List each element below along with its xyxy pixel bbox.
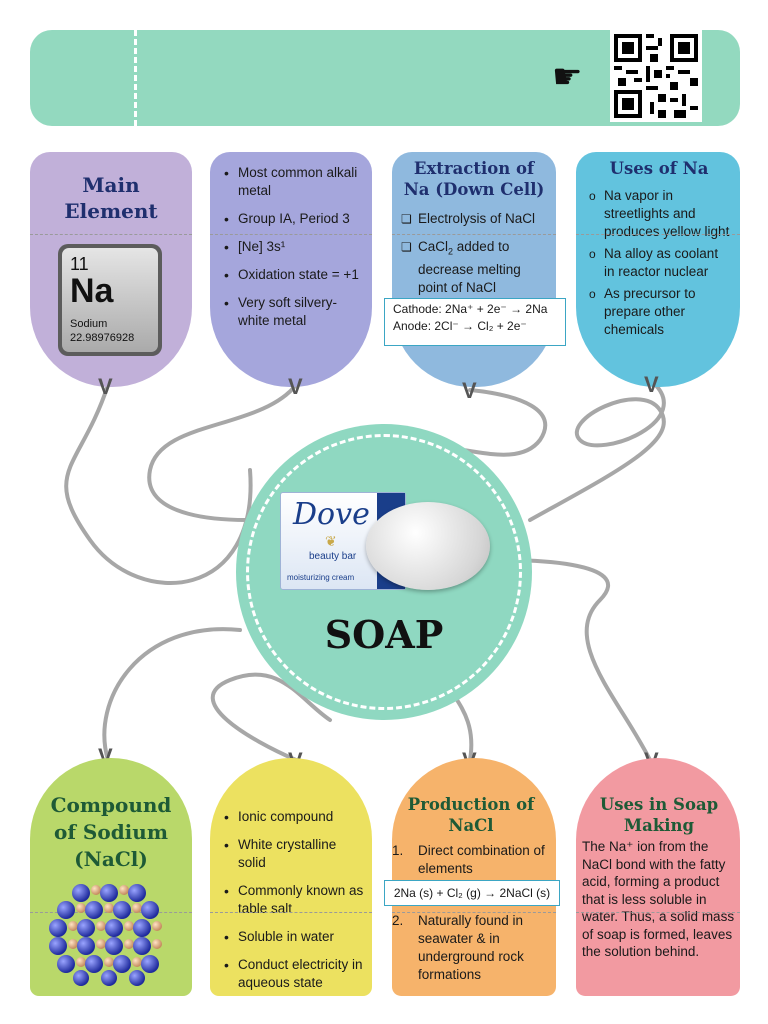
list-item: Soluble in water — [224, 928, 366, 946]
card-uses-in-soap-making: Uses in Soap Making The Na⁺ ion from the… — [576, 758, 740, 996]
extraction-list: Electrolysis of NaCl CaCl2 added to decr… — [400, 210, 548, 297]
soap-making-title-1: Uses in Soap — [599, 795, 719, 814]
list-item: 1. Direct combination of elements — [392, 842, 550, 878]
cacl2-formula: CaCl — [418, 239, 449, 254]
tile-symbol: Na — [70, 272, 114, 310]
list-item: 2. Naturally found in seawater & in under… — [392, 912, 550, 984]
uses-na-title: Uses of Na — [609, 159, 709, 178]
list-item: Na vapor in streetlights and produces ye… — [589, 187, 732, 241]
list-item: Most common alkali metal — [224, 164, 362, 200]
header-divider — [134, 30, 137, 126]
divider — [210, 912, 372, 913]
list-item: Ionic compound — [224, 808, 366, 826]
production-title-2: NaCl — [448, 816, 494, 835]
main-element-title-2: Element — [64, 199, 158, 223]
list-item-text: Naturally found in seawater & in undergr… — [418, 913, 524, 982]
cacl2-text: added to decrease melting point of NaCl — [418, 239, 521, 295]
compound-title-3: (NaCl) — [74, 847, 148, 871]
list-item: Electrolysis of NaCl — [401, 210, 548, 228]
divider — [392, 234, 556, 235]
properties-list: Most common alkali metal Group IA, Perio… — [220, 164, 362, 330]
divider — [576, 912, 740, 913]
card-extraction: Extraction of Na (Down Cell) Electrolysi… — [392, 152, 556, 387]
production-title-1: Production of — [407, 795, 535, 814]
list-item: CaCl2 added to decrease melting point of… — [401, 238, 548, 297]
clip-icon: V — [288, 374, 303, 399]
card-uses-of-na: Uses of Na Na vapor in streetlights and … — [576, 152, 740, 387]
electrode-equations-box: Cathode: 2Na⁺ + 2e⁻ → 2Na Anode: 2Cl⁻ → … — [384, 298, 566, 346]
list-number: 2. — [392, 913, 404, 928]
card-compound-of-sodium: Compound of Sodium (NaCl) — [30, 758, 192, 996]
cathode-equation: Cathode: 2Na⁺ + 2e⁻ → 2Na — [393, 302, 548, 316]
soap-bar — [366, 502, 490, 590]
list-item: Oxidation state = +1 — [224, 266, 362, 284]
uses-na-list: Na vapor in streetlights and produces ye… — [586, 187, 732, 339]
card-main-element: Main Element 11 Na Sodium 22.98976928 — [30, 152, 192, 387]
divider — [392, 912, 556, 913]
compound-title-2: of Sodium — [54, 820, 168, 844]
sodium-element-tile: 11 Na Sodium 22.98976928 — [58, 244, 162, 356]
list-number: 1. — [392, 843, 404, 858]
soap-making-title-2: Making — [623, 816, 695, 835]
dove-soap-image: Dove ❦ beauty bar moisturizing cream — [280, 490, 490, 590]
center-circle-dashed-ring — [246, 434, 522, 710]
divider — [576, 234, 740, 235]
tile-atomic-number: 11 — [70, 254, 89, 274]
list-item: Group IA, Period 3 — [224, 210, 362, 228]
nacl-lattice-image — [49, 884, 162, 986]
nacl-properties-list: Ionic compound White crystalline solid C… — [220, 808, 366, 992]
main-element-title-1: Main — [82, 173, 140, 197]
clip-icon: V — [644, 372, 659, 397]
dove-bird-icon: ❦ — [325, 533, 337, 549]
list-item: [Ne] 3s¹ — [224, 238, 362, 256]
tile-mass: 22.98976928 — [70, 332, 135, 344]
list-item: Na alloy as coolant in reactor nuclear — [589, 245, 732, 281]
card-nacl-properties: Ionic compound White crystalline solid C… — [210, 758, 372, 996]
clip-icon: V — [462, 378, 477, 403]
soap-making-body: The Na⁺ ion from the NaCl bond with the … — [582, 839, 735, 959]
tile-name: Sodium — [70, 318, 108, 330]
divider — [30, 234, 192, 235]
compound-title-1: Compound — [50, 793, 172, 817]
anode-equation: Anode: 2Cl⁻ → Cl₂ + 2e⁻ — [393, 319, 527, 333]
list-item-text: Direct combination of elements — [418, 843, 545, 876]
card-production-of-nacl: Production of NaCl 1. Direct combination … — [392, 758, 556, 996]
clip-icon: V — [98, 374, 113, 399]
dove-brand: Dove — [293, 497, 370, 532]
list-item: As precursor to prepare other chemicals — [589, 285, 732, 339]
list-item: White crystalline solid — [224, 836, 366, 872]
pointing-hand-icon: ☛ — [552, 58, 583, 96]
production-equation-box: 2Na (s) + Cl₂ (g) → 2NaCl (s) — [384, 880, 560, 906]
dove-tag: moisturizing cream — [287, 573, 355, 582]
qr-code[interactable] — [610, 30, 702, 122]
list-item: Conduct electricity in aqueous state — [224, 956, 366, 992]
list-item: Very soft silvery-white metal — [224, 294, 362, 330]
dove-product-line: beauty bar — [309, 551, 357, 562]
divider — [210, 234, 372, 235]
cacl2-subscript: 2 — [448, 246, 454, 257]
production-list: 1. Direct combination of elements 2. Natur… — [392, 842, 550, 984]
extraction-title-1: Extraction of — [413, 159, 535, 178]
extraction-title-2: Na (Down Cell) — [403, 180, 545, 199]
card-sodium-properties: Most common alkali metal Group IA, Perio… — [210, 152, 372, 387]
list-item: Commonly known as table salt — [224, 882, 366, 918]
center-soap-label: SOAP — [324, 612, 444, 657]
